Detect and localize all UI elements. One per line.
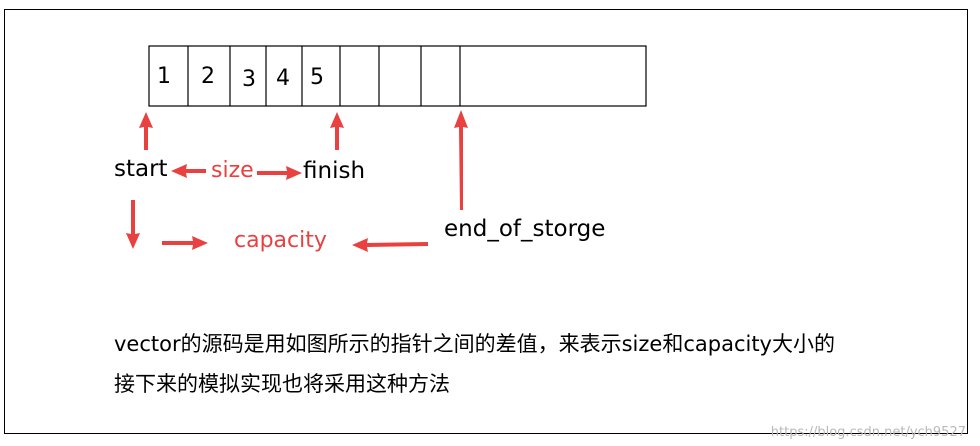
finish-label: finish: [303, 158, 366, 184]
size-left-arrow: [171, 164, 206, 178]
size-label: size: [211, 158, 254, 183]
start-down-arrow: [126, 200, 140, 249]
array-cell: 3: [242, 67, 256, 92]
finish-up-arrow: [330, 112, 344, 150]
array-box: [148, 45, 647, 107]
array-cell: 4: [276, 66, 290, 91]
start-up-arrow: [139, 112, 153, 150]
diagram-frame: [4, 9, 968, 434]
caption-line-1: vector的源码是用如图所示的指针之间的差值，来表示size和capacity…: [114, 332, 835, 356]
array-cell: 2: [201, 64, 215, 89]
size-right-arrow: [257, 166, 302, 180]
capacity-label: capacity: [234, 228, 327, 253]
end-of-storage-label: end_of_storge: [444, 216, 606, 242]
start-label: start: [114, 156, 168, 182]
array-cell: 1: [157, 64, 171, 89]
capacity-left-arrow: [352, 238, 428, 252]
end-up-arrow: [454, 110, 468, 210]
array-cell: 5: [310, 65, 324, 90]
capacity-right-arrow: [162, 236, 208, 250]
watermark: https://blog.csdn.net/ych9527: [770, 425, 966, 440]
caption-line-2: 接下来的模拟实现也将采用这种方法: [114, 372, 450, 396]
